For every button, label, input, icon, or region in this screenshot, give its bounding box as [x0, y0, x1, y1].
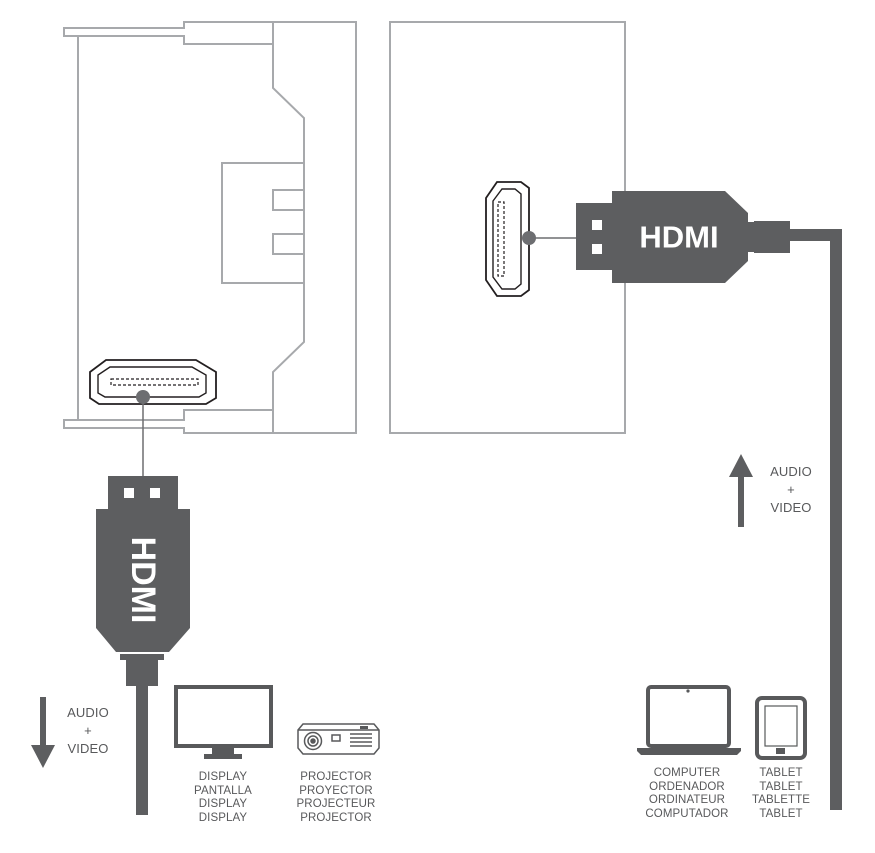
plug-body: [612, 191, 748, 283]
module-housing: [221, 21, 357, 434]
tablet-caption: TABLET TABLET TABLETTE TABLET: [743, 767, 819, 821]
projector-caption: PROJECTOR PROYECTOR PROJECTEUR PROJECTOR: [286, 771, 386, 825]
display-caption: DISPLAY PANTALLA DISPLAY DISPLAY: [173, 771, 273, 825]
port-dot-right: [522, 231, 536, 245]
module-tab-bottom: [272, 233, 305, 255]
hdmi-port-horizontal: [89, 359, 217, 405]
caption-line: PANTALLA: [194, 784, 252, 797]
flow-audio: AUDIO: [67, 705, 109, 720]
display-icon: [174, 685, 273, 759]
plug-strain-relief: [754, 221, 790, 253]
arrow-down-icon: [31, 697, 55, 768]
flow-label-up: AUDIO + VIDEO: [755, 463, 827, 517]
hdmi-label-horizontal: HDMI: [639, 220, 718, 255]
caption-line: TABLET: [759, 780, 803, 793]
plug-tip: [108, 476, 178, 509]
arrow-up-icon: [729, 454, 753, 527]
plug-strain-relief: [126, 660, 158, 686]
flow-plus: +: [787, 482, 795, 497]
caption-line: DISPLAY: [198, 798, 248, 810]
module-tab-top: [272, 189, 305, 211]
flow-label-down: AUDIO + VIDEO: [52, 704, 124, 758]
wall-module-side: [63, 21, 357, 434]
flow-video: VIDEO: [770, 500, 812, 515]
plug-tip: [576, 203, 612, 270]
laptop-icon: [637, 685, 741, 755]
flow-audio: AUDIO: [770, 464, 812, 479]
hdmi-label-vertical: HDMI: [124, 537, 162, 624]
caption-line: PROJECTEUR: [296, 798, 376, 810]
plug-body: [96, 509, 190, 652]
caption-line: COMPUTER: [653, 767, 721, 779]
hdmi-plug-horizontal: [576, 191, 790, 283]
caption-line: PROJECTOR: [300, 811, 372, 824]
cable-right: [790, 229, 842, 810]
hdmi-port-vertical: [485, 181, 530, 297]
caption-line: ORDENADOR: [649, 780, 725, 793]
caption-line: PROJECTOR: [300, 771, 372, 783]
caption-line: DISPLAY: [198, 771, 248, 783]
flow-plus: +: [84, 723, 92, 738]
caption-line: ORDINATEUR: [648, 794, 726, 806]
caption-line: TABLET: [759, 767, 803, 779]
caption-line: DISPLAY: [198, 811, 248, 824]
caption-line: TABLETTE: [751, 794, 811, 806]
tablet-icon: [755, 696, 807, 760]
caption-line: COMPUTADOR: [645, 807, 729, 820]
flow-video: VIDEO: [67, 741, 109, 756]
caption-line: PROYECTOR: [299, 784, 373, 797]
computer-caption: COMPUTER ORDENADOR ORDINATEUR COMPUTADOR: [632, 767, 742, 821]
projector-icon: [297, 723, 380, 755]
port-dot-left: [136, 390, 150, 404]
hdmi-plug-vertical: [96, 476, 190, 686]
caption-line: TABLET: [759, 807, 803, 820]
